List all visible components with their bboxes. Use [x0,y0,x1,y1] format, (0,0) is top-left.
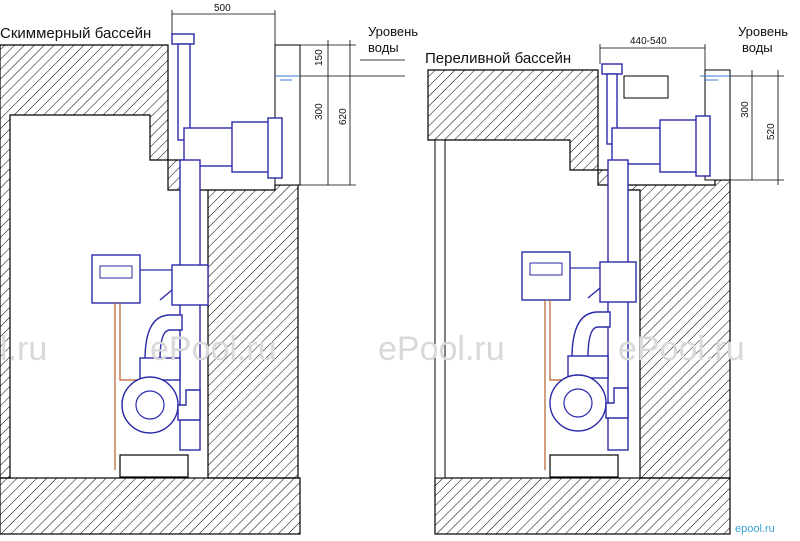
left-water-label-1: Уровень [368,24,418,39]
left-dim-top: 150 [314,49,325,66]
left-pump-inlet-bend [144,314,183,361]
right-water-label-1: Уровень [738,24,788,39]
right-valve-body [599,261,637,303]
right-dim-width: 440-540 [630,36,667,47]
left-control-box [91,254,141,304]
watermark-3: ePool.ru [378,330,505,368]
left-control-box-panel [99,265,133,279]
right-valve-handle [587,287,601,299]
right-control-box [521,251,571,301]
right-fitting-housing [659,119,701,173]
right-overflow-gutter [623,75,669,99]
right-pump-outlet-bend [605,387,629,419]
left-pump-base [119,454,189,478]
corner-logo: epool.ru [735,523,775,535]
right-vertical-pipe [607,159,629,451]
right-water-label-2: воды [742,40,773,55]
left-skimmer-top [171,33,195,45]
watermark-4: ePool.ru [618,330,745,368]
left-pool-title: Скиммерный бассейн [0,25,151,42]
right-fitting-flange [695,115,711,177]
right-pump-volute-inner [563,388,593,418]
watermark-1: l.ru [0,330,47,368]
left-valve-body [171,264,209,306]
right-pool-title: Переливной бассейн [425,50,571,67]
left-valve-handle [159,289,173,301]
right-control-box-panel [529,262,563,276]
left-pump-outlet-bend [177,389,201,421]
left-dim-mid: 300 [314,103,325,120]
right-pool-floor [434,477,731,535]
right-dim-total: 520 [766,123,777,140]
right-pump-base [549,454,619,478]
left-skimmer-housing [231,121,275,173]
right-pump-inlet-bend [571,311,611,359]
right-inner-wall [434,139,446,479]
right-dim-mid: 300 [740,101,751,118]
left-pool-floor [0,477,301,535]
right-fitting-top [601,63,623,75]
left-pump-volute-inner [135,390,165,420]
skimmer-pool-drawing: 500 150 300 620 Скиммерный бассейн Урове… [0,3,418,535]
overflow-pool-drawing: 440-540 300 520 Переливной бассейн Урове… [425,24,788,535]
left-dim-total: 620 [338,108,349,125]
left-pool-wall [0,44,299,479]
watermark-2: ePool.ru [150,330,277,368]
left-skimmer-tube [177,43,191,141]
left-water-label-2: воды [368,40,399,55]
left-dim-width: 500 [214,3,231,14]
right-fitting-body [611,127,663,165]
left-skimmer-flange [267,117,283,179]
